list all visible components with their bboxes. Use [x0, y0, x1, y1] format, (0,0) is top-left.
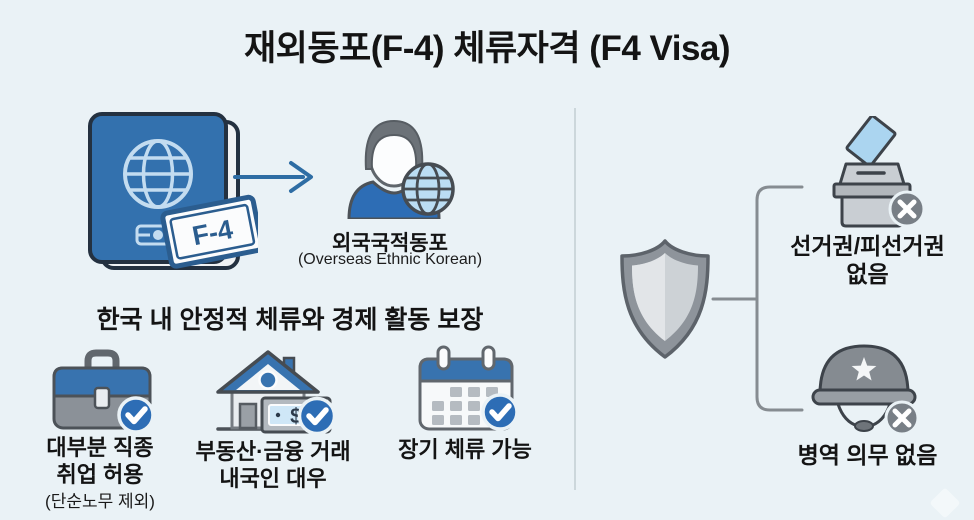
restriction-label: 없음: [846, 261, 889, 287]
section-divider: [574, 108, 576, 490]
check-badge-icon: [481, 393, 519, 431]
benefit-long-stay: 장기 체류 가능: [375, 436, 555, 463]
passport-globe-icon: F-4: [88, 112, 258, 270]
page-title: 재외동포(F-4) 체류자격 (F4 Visa): [243, 29, 731, 68]
check-badge-icon: [117, 396, 155, 434]
soldier-helmet-x-icon: [811, 344, 920, 436]
person-globe-icon: [347, 119, 455, 219]
benefit-label: 장기 체류 가능: [398, 437, 532, 462]
subject-label: 외국국적동포: [332, 232, 448, 255]
branch-connector: [711, 185, 804, 412]
benefit-note: (단순노무 제외): [45, 492, 155, 511]
check-badge-icon: [297, 396, 337, 436]
restriction-label: 선거권/피선거권: [790, 233, 945, 259]
star-icon: [851, 357, 877, 381]
right-arrow-icon: [233, 161, 313, 193]
benefit-label: 내국인 대우: [219, 466, 327, 491]
ballot-box-x-icon: [832, 116, 926, 228]
benefit-label: 취업 허용: [56, 462, 144, 487]
ballot-paper: [845, 116, 897, 168]
f4-tag: F-4: [160, 194, 258, 269]
benefit-employment: 대부분 직종 취업 허용 (단순노무 제외): [10, 434, 190, 513]
restriction-voting: 선거권/피선거권 없음: [765, 232, 970, 288]
house-money-check-icon: $: [216, 350, 337, 436]
shield-icon: [620, 239, 710, 359]
benefits-heading: 한국 내 안정적 체류와 경제 활동 보장: [96, 306, 484, 334]
restriction-military: 병역 의무 없음: [765, 441, 970, 469]
restriction-label: 병역 의무 없음: [797, 442, 938, 468]
benefit-label: 부동산·금융 거래: [195, 439, 351, 464]
benefit-property: 부동산·금융 거래 내국인 대우: [178, 438, 368, 492]
benefit-label: 대부분 직종: [46, 435, 154, 460]
subject-sublabel: (Overseas Ethnic Korean): [297, 251, 483, 268]
briefcase-check-icon: [52, 349, 155, 434]
calendar-check-icon: [418, 345, 519, 431]
sparkle-watermark: [929, 487, 961, 519]
